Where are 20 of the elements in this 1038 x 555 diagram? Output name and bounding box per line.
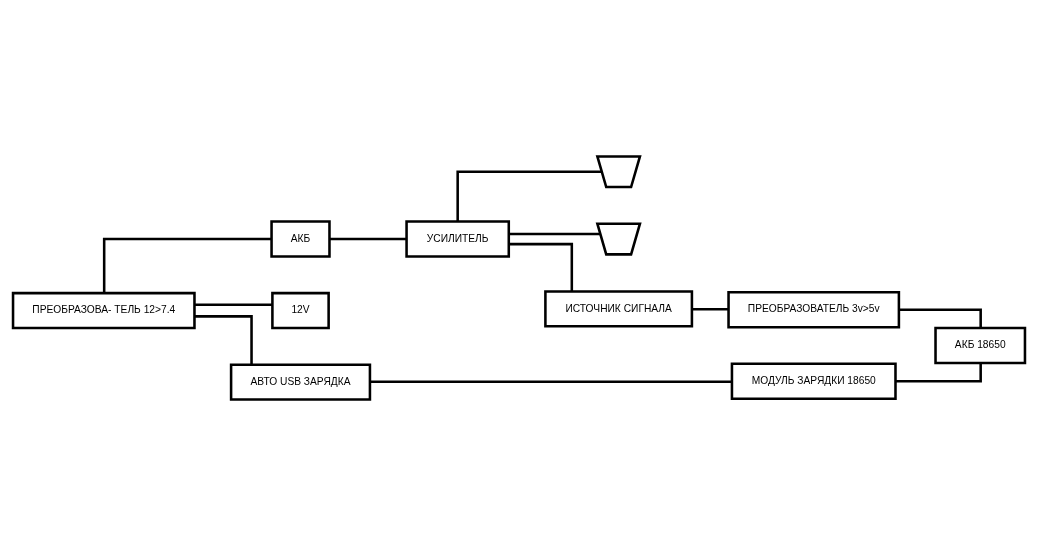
node-speaker: [595, 154, 642, 188]
connector: [509, 242, 574, 291]
connector: [329, 237, 407, 240]
node-box: 12V: [271, 291, 330, 329]
node-box: УСИЛИТЕЛЬ: [405, 219, 511, 258]
node-box: АКБ 18650: [934, 326, 1027, 364]
node-box: АКБ: [270, 219, 331, 258]
connector: [692, 307, 729, 311]
node-speaker: [595, 221, 642, 256]
connector: [370, 379, 732, 383]
connector: [194, 314, 253, 364]
node-box: ПРЕОБРАЗОВА- ТЕЛЬ 12>7.4: [11, 291, 196, 329]
connector: [102, 237, 272, 293]
connector: [508, 232, 600, 235]
node-box: ИСТОЧНИК СИГНАЛА: [544, 289, 694, 328]
node-box: АВТО USB ЗАРЯДКА: [229, 362, 372, 401]
connector: [194, 303, 273, 306]
node-box: ПРЕОБРАЗОВАТЕЛЬ 3v>5v: [727, 290, 901, 328]
node-box: МОДУЛЬ ЗАРЯДКИ 18650: [730, 362, 897, 400]
connector: [456, 169, 602, 221]
